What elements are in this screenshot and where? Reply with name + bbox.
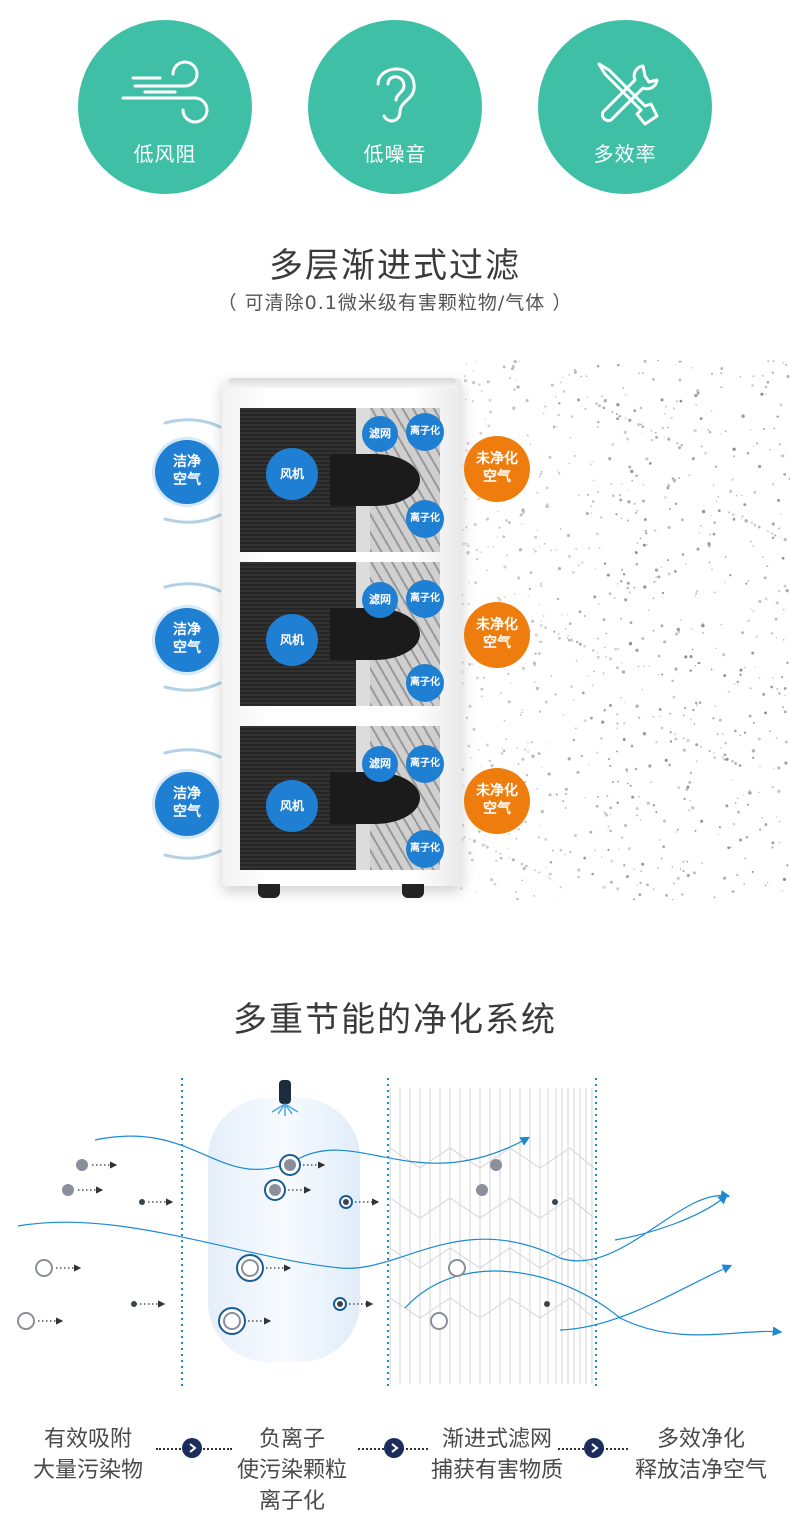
filter-badge: 滤网 xyxy=(362,746,398,782)
filter-badge: 滤网 xyxy=(362,582,398,618)
step-label-ionize: 负离子 使污染颗粒 离子化 xyxy=(236,1427,347,1514)
ionize-badge: 离子化 xyxy=(406,413,444,451)
purification-process-diagram xyxy=(17,1078,783,1386)
feature-low-noise: 低噪音 xyxy=(308,20,482,194)
ionize-badge: 离子化 xyxy=(406,745,444,783)
filter-badge: 滤网 xyxy=(362,416,398,452)
feature-low-resistance: 低风阻 xyxy=(78,20,252,194)
clean-air-badge: 洁净 空气 xyxy=(155,440,219,504)
ear-icon xyxy=(376,67,416,123)
tools-icon xyxy=(597,62,659,126)
particle-field xyxy=(460,360,790,900)
feature-label: 低噪音 xyxy=(363,142,427,166)
fan-badge: 风机 xyxy=(266,614,318,666)
clean-air-badge: 洁净 空气 xyxy=(155,772,219,836)
clean-airflow-wisps xyxy=(163,418,222,860)
section1-subtitle: （ 可清除0.1微米级有害颗粒物/气体 ） xyxy=(217,292,573,314)
unpurified-air-badge: 未净化 空气 xyxy=(464,436,530,502)
step-arrow-icon xyxy=(384,1438,404,1458)
step-label-release: 多效净化 释放洁净空气 xyxy=(634,1427,767,1483)
section2-title: 多重节能的净化系统 xyxy=(233,1000,557,1040)
air-purifier-cutaway xyxy=(222,378,462,886)
ionize-badge: 离子化 xyxy=(406,830,444,868)
ionize-badge: 离子化 xyxy=(406,664,444,702)
fan-badge: 风机 xyxy=(266,448,318,500)
unpurified-air-badge: 未净化 空气 xyxy=(464,602,530,668)
purifier-top xyxy=(228,378,456,388)
step-label-filter: 渐进式滤网 捕获有害物质 xyxy=(430,1427,563,1483)
feature-label: 低风阻 xyxy=(133,142,197,166)
fan-badge: 风机 xyxy=(266,780,318,832)
ionize-badge: 离子化 xyxy=(406,580,444,618)
fan-mesh xyxy=(240,562,355,706)
step-arrow-icon xyxy=(584,1438,604,1458)
fan-blade xyxy=(330,454,420,506)
clean-air-badge: 洁净 空气 xyxy=(155,608,219,672)
purifier-wheel xyxy=(402,884,424,898)
feature-multi-efficiency: 多效率 xyxy=(538,20,712,194)
step-arrow-icon xyxy=(182,1438,202,1458)
wind-icon xyxy=(121,60,209,124)
step-label-adsorb: 有效吸附 大量污染物 xyxy=(32,1427,143,1483)
purifier-wheel xyxy=(258,884,280,898)
unpurified-air-badge: 未净化 空气 xyxy=(464,768,530,834)
section1-title: 多层渐进式过滤 xyxy=(269,246,521,286)
feature-label: 多效率 xyxy=(593,142,657,166)
ionize-badge: 离子化 xyxy=(406,500,444,538)
